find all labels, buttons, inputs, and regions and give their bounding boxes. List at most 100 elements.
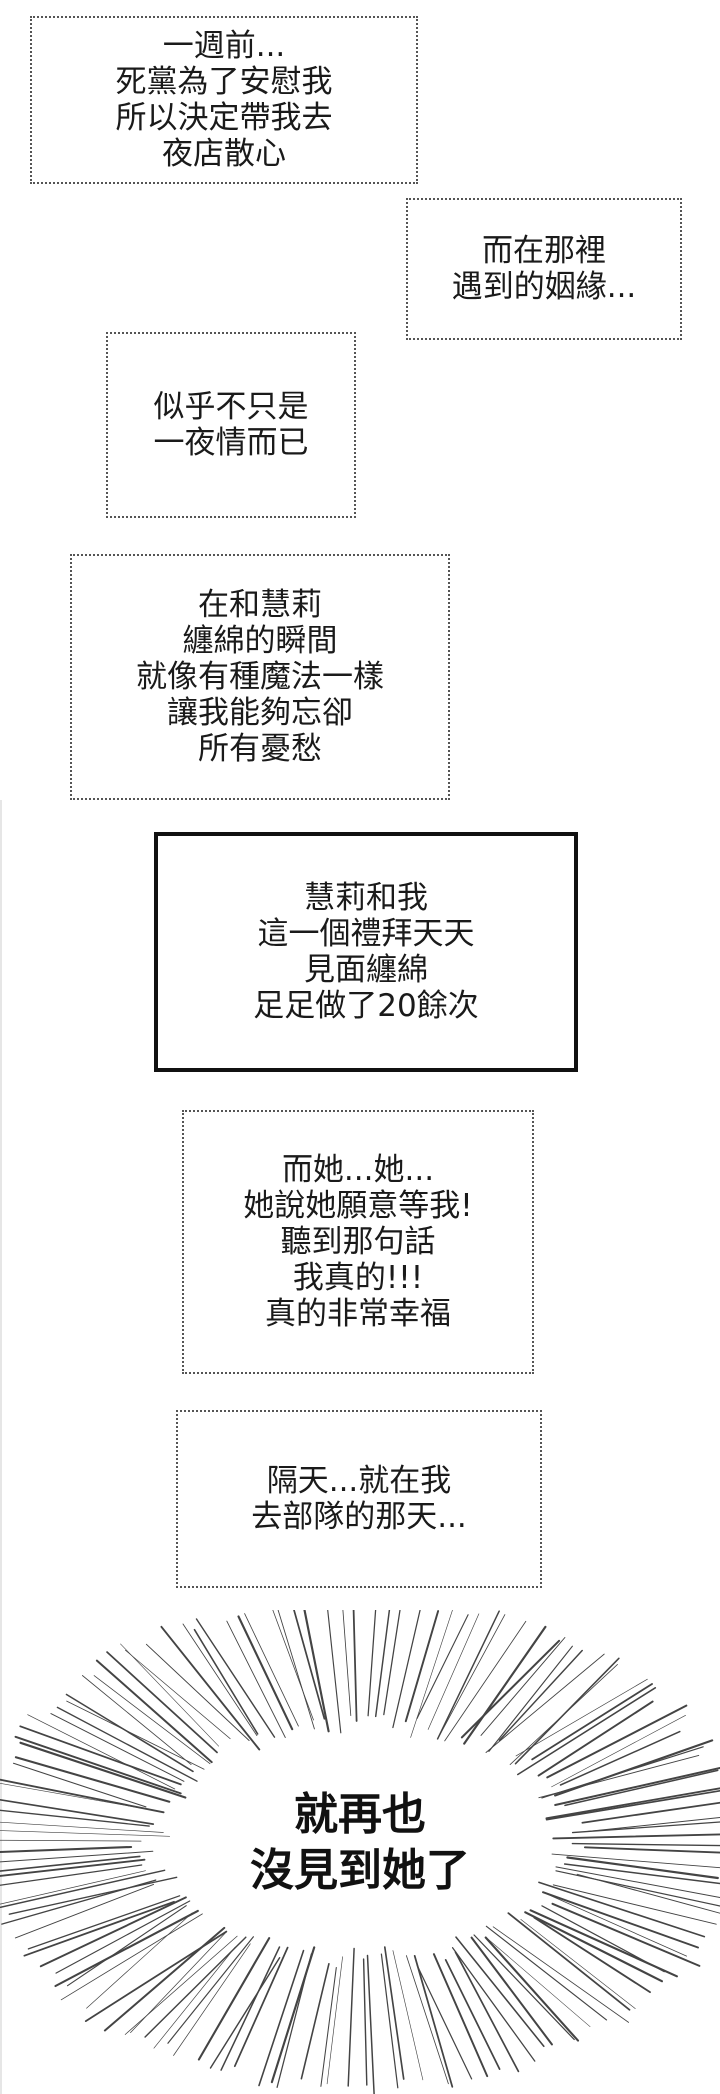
speed-line — [554, 1767, 720, 1806]
speed-line — [566, 1856, 719, 1880]
speed-line — [444, 1620, 527, 1742]
speed-line — [19, 1725, 182, 1786]
speed-line — [237, 1615, 294, 1731]
speed-line — [60, 1913, 203, 2001]
speed-line — [576, 1873, 720, 1914]
caption-line: 慧莉和我 — [304, 880, 428, 916]
speed-line — [50, 1713, 185, 1782]
speed-line — [563, 1863, 720, 1885]
burst-caption: 就再也 沒見到她了 — [0, 1787, 720, 1899]
speed-line — [347, 1947, 355, 2087]
speed-line — [538, 1754, 700, 1799]
speed-line — [480, 1637, 566, 1736]
speed-line — [416, 1614, 469, 1720]
speed-line — [130, 1931, 227, 2033]
speed-line — [173, 1943, 251, 2056]
speed-line — [233, 1946, 289, 2068]
speed-line — [320, 1966, 337, 2087]
speed-line — [413, 1955, 454, 2088]
speed-line — [56, 1706, 198, 1782]
speed-line — [66, 1905, 187, 1987]
caption-line: 似乎不只是 — [153, 389, 309, 425]
speed-line — [0, 1839, 142, 1842]
speed-line — [451, 1947, 536, 2062]
speed-line — [0, 1850, 154, 1863]
speed-line — [84, 1930, 228, 2023]
speed-line — [487, 1938, 591, 2028]
speed-line — [392, 1950, 424, 2081]
speed-line — [66, 1700, 205, 1770]
speed-line — [551, 1902, 701, 1967]
speed-line — [538, 1881, 706, 1938]
speed-line — [416, 1964, 473, 2080]
caption-box-7: 隔天...就在我 去部隊的那天... — [176, 1410, 542, 1588]
speed-line — [197, 1937, 271, 2061]
speed-line — [0, 1864, 143, 1886]
speed-line — [581, 1801, 720, 1824]
speed-line — [106, 1651, 218, 1754]
speed-line — [95, 1659, 213, 1764]
speed-line — [509, 1664, 618, 1765]
caption-line: 她說她願意等我! — [243, 1188, 473, 1224]
caption-line: 讓我能夠忘卻 — [167, 695, 353, 731]
panel-edge — [0, 800, 2, 2094]
speed-line — [454, 1951, 520, 2073]
speed-line — [19, 1741, 187, 1799]
speed-line — [436, 1610, 500, 1740]
speed-line — [473, 1934, 575, 2041]
speed-line — [182, 1623, 258, 1737]
speed-line — [293, 1610, 326, 1720]
caption-line: 隔天...就在我 — [266, 1463, 452, 1499]
speed-line — [0, 1798, 155, 1825]
speed-line — [517, 1687, 657, 1776]
speed-line — [0, 1845, 133, 1854]
caption-line: 纏綿的瞬間 — [182, 623, 338, 659]
speed-line — [23, 1900, 175, 1957]
speed-line — [272, 1610, 314, 1721]
speed-line — [14, 1735, 182, 1795]
speed-line — [544, 1892, 688, 1957]
caption-line: 真的非常幸福 — [265, 1296, 451, 1332]
speed-lines-burst-icon — [0, 1610, 720, 2094]
caption-line: 這一個禮拜天天 — [257, 916, 475, 952]
caption-line: 我真的!!! — [292, 1260, 424, 1296]
speed-line — [551, 1714, 686, 1788]
caption-line: 夜店散心 — [162, 136, 286, 172]
speed-line — [167, 1936, 254, 2044]
caption-line: 在和慧莉 — [198, 587, 322, 623]
speed-line — [93, 1675, 211, 1765]
speed-line — [542, 1891, 699, 1949]
speed-line — [352, 1610, 358, 1722]
speed-line — [0, 1855, 141, 1872]
speed-line — [342, 1610, 352, 1717]
speed-line — [145, 1643, 250, 1741]
speed-line — [463, 1625, 547, 1745]
speed-line — [195, 1618, 276, 1738]
speed-line — [54, 1909, 199, 1988]
speed-line — [8, 1876, 178, 1915]
speed-line — [374, 1610, 391, 1718]
speed-line — [460, 1639, 561, 1739]
speed-line — [555, 1866, 720, 1898]
speed-line — [258, 1949, 305, 2087]
speed-line — [326, 1956, 343, 2085]
speed-line — [367, 1610, 377, 1717]
speed-line — [537, 1700, 654, 1777]
caption-box-4: 在和慧莉 纏綿的瞬間 就像有種魔法一樣 讓我能夠忘卻 所有憂愁 — [70, 554, 450, 800]
caption-line: 一夜情而已 — [153, 425, 309, 461]
speed-line — [220, 1946, 281, 2071]
speed-line — [383, 1946, 405, 2080]
burst-line: 就再也 — [294, 1789, 426, 1840]
speed-line — [484, 1936, 580, 2042]
speed-line — [559, 1730, 681, 1786]
caption-line: 去部隊的那天... — [251, 1499, 467, 1535]
caption-line: 就像有種魔法一樣 — [136, 659, 384, 695]
speed-line — [0, 1858, 146, 1877]
speed-line — [551, 1853, 720, 1869]
speed-line — [485, 1925, 608, 2021]
speed-line — [244, 1613, 299, 1727]
speed-line — [81, 1675, 192, 1766]
speed-line — [404, 1610, 440, 1723]
speed-line — [498, 1649, 583, 1742]
speed-line — [39, 1896, 187, 1968]
